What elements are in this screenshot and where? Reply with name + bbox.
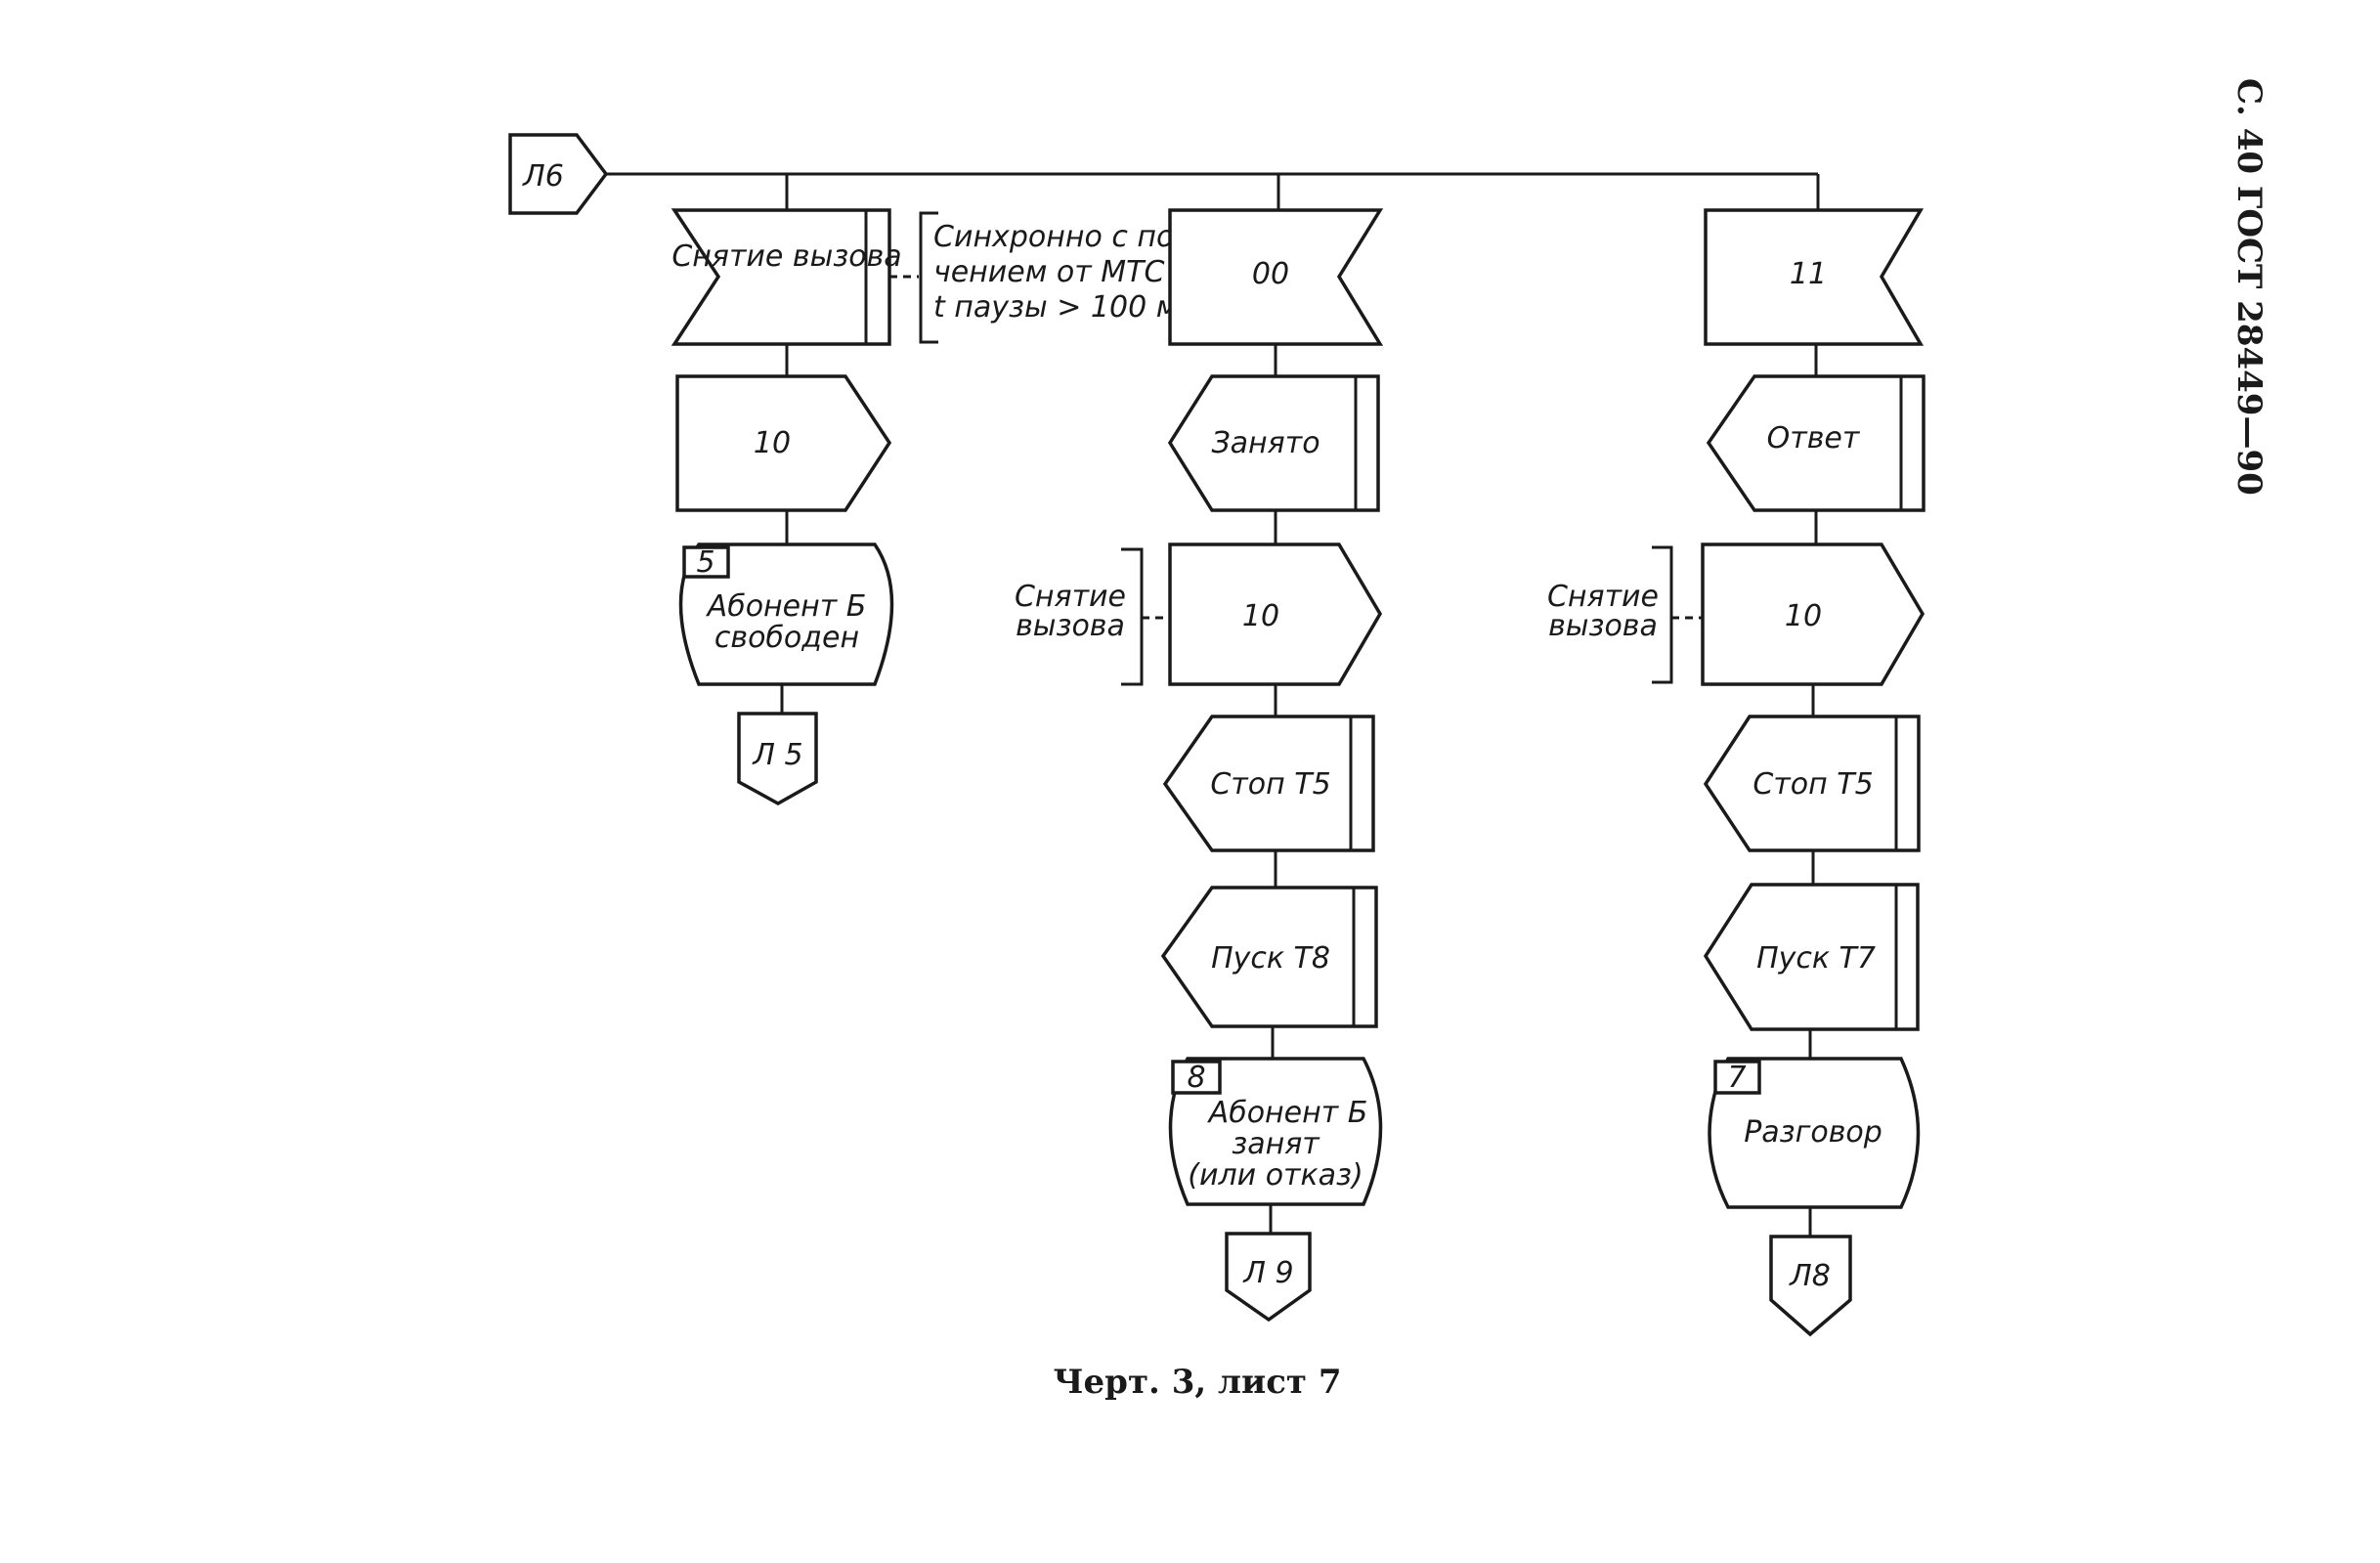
col3-state: 7 Разговор xyxy=(1708,1057,1921,1209)
col1-state-line-1: Абонент Б xyxy=(706,589,867,624)
col3-task-stop: Стоп Т5 xyxy=(1703,715,1921,852)
col1-comment-line-3: t паузы > 100 мс xyxy=(933,290,1194,325)
col3-task-start: Пуск Т7 xyxy=(1703,883,1920,1031)
col1-comment: Синхронно с полу чением от МТС t паузы >… xyxy=(889,211,1212,344)
col2-task-stop: Стоп Т5 xyxy=(1162,715,1375,852)
figure-caption: Черт. 3, лист 7 xyxy=(1054,1363,1342,1402)
col2-input-signal: 00 xyxy=(1168,208,1384,346)
col2-state: 8 Абонент Б занят (или отказ) xyxy=(1168,1057,1383,1206)
col1-state-number: 5 xyxy=(696,545,714,580)
col3-side-comment-line-2: вызова xyxy=(1548,609,1658,643)
col2-task-start-label: Пуск Т8 xyxy=(1211,941,1330,976)
col3-output-signal: 10 xyxy=(1701,543,1926,686)
page-header: С. 40 ГОСТ 28449—90 xyxy=(2229,78,2269,496)
start-connector-label: Л6 xyxy=(522,159,564,194)
col2-connector-label: Л 9 xyxy=(1242,1256,1293,1290)
col2-state-number: 8 xyxy=(1187,1061,1205,1095)
col2-task-start: Пуск Т8 xyxy=(1160,886,1378,1028)
col3-input-label: 11 xyxy=(1790,257,1827,291)
col2-side-comment: Снятие вызова xyxy=(1015,547,1170,686)
col2-output-label: 10 xyxy=(1242,599,1279,633)
col2-task: Занято xyxy=(1167,374,1380,512)
col3-task-stop-label: Стоп Т5 xyxy=(1753,767,1873,802)
col1-input-label: Снятие вызова xyxy=(671,239,901,274)
col2-input-label: 00 xyxy=(1252,257,1289,291)
col1-connector-label: Л 5 xyxy=(752,738,802,772)
col3-side-comment: Снятие вызова xyxy=(1547,545,1703,684)
col2-output-signal: 10 xyxy=(1168,543,1383,686)
col2-state-line-1: Абонент Б xyxy=(1207,1096,1368,1130)
col1-output-label: 10 xyxy=(754,426,791,460)
col2-side-comment-line-1: Снятие xyxy=(1015,580,1126,614)
col3-state-line-1: Разговор xyxy=(1744,1115,1882,1150)
col1-comment-line-2: чением от МТС xyxy=(933,255,1164,289)
col3-task-label: Ответ xyxy=(1767,421,1861,456)
col2-task-stop-label: Стоп Т5 xyxy=(1210,767,1330,802)
col3-task: Ответ xyxy=(1706,374,1926,512)
col2-state-line-2: занят xyxy=(1232,1127,1320,1161)
col3-side-comment-line-1: Снятие xyxy=(1547,580,1659,614)
col2-end-connector: Л 9 xyxy=(1225,1232,1312,1323)
col1-state-line-2: свободен xyxy=(714,621,859,655)
col3-end-connector: Л8 xyxy=(1769,1235,1852,1337)
col1-input-signal: Снятие вызова xyxy=(671,208,902,346)
col3-connector-label: Л8 xyxy=(1789,1259,1831,1293)
col3-input-signal: 11 xyxy=(1704,208,1925,346)
col3-state-number: 7 xyxy=(1727,1061,1746,1095)
col3-output-label: 10 xyxy=(1785,599,1822,633)
col2-state-line-3: (или отказ) xyxy=(1188,1158,1363,1193)
col2-task-label: Занято xyxy=(1211,426,1320,460)
start-connector: Л6 xyxy=(508,133,609,215)
col1-comment-line-1: Синхронно с полу xyxy=(933,220,1212,254)
col2-side-comment-line-2: вызова xyxy=(1016,609,1125,643)
col1-end-connector: Л 5 xyxy=(737,712,818,806)
col1-output-signal: 10 xyxy=(675,374,892,512)
col3-task-start-label: Пуск Т7 xyxy=(1756,941,1876,976)
col1-state: 5 Абонент Б свободен xyxy=(678,543,894,686)
